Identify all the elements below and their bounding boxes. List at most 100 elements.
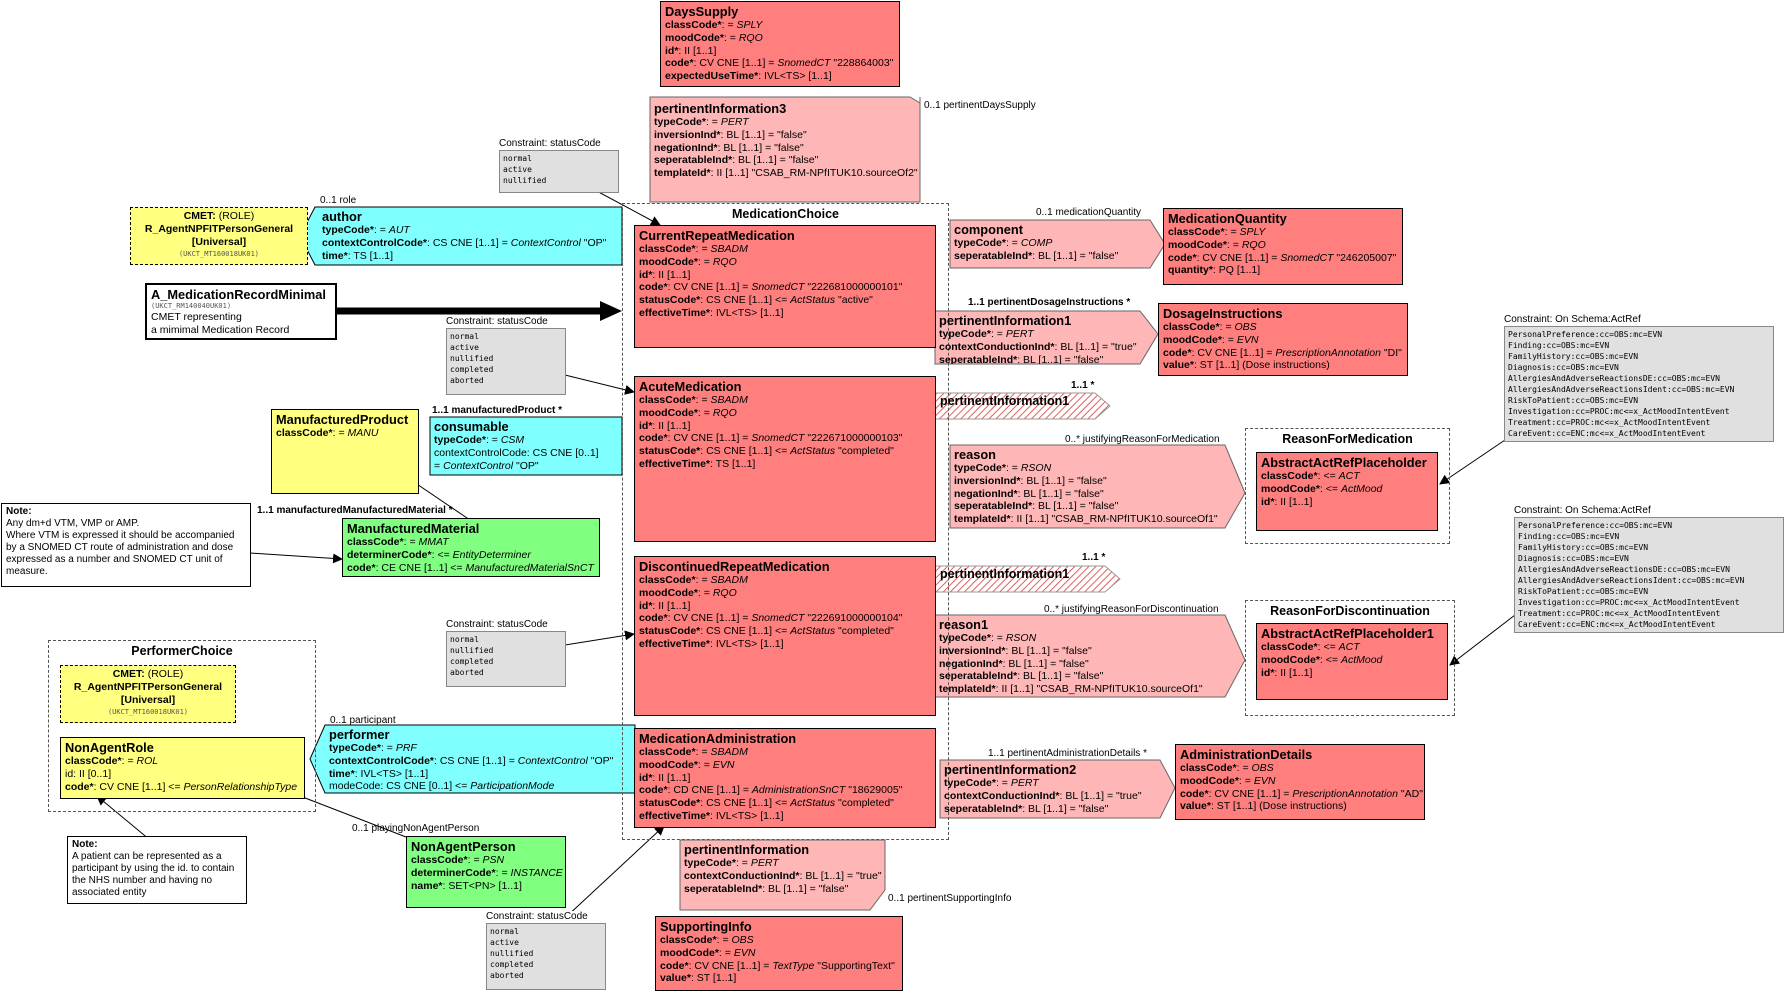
acute-pi-label: pertinentInformation1 bbox=[940, 394, 1070, 408]
attribute-row: classCode*: <= ACT bbox=[1261, 641, 1360, 653]
med-quantity-title: MedicationQuantity bbox=[1168, 211, 1287, 226]
attribute-row: value*: ST [1..1] (Dose instructions) bbox=[1163, 359, 1330, 372]
current-repeat-title: CurrentRepeatMedication bbox=[639, 228, 795, 243]
medication-administration: MedicationAdministration classCode*: = S… bbox=[634, 728, 936, 828]
performer-title: performer bbox=[329, 727, 390, 742]
cmet-perf-heading: CMET: (ROLE) bbox=[112, 668, 184, 680]
disc-pi-mult: 1..1 * bbox=[1082, 552, 1106, 563]
note-line: associated entity bbox=[72, 887, 147, 898]
attribute-row: templateId*: II [1..1] "CSAB_RM-NPfITUK1… bbox=[954, 513, 1218, 526]
reason-title: reason bbox=[954, 447, 996, 462]
performer-choice-title: PerformerChoice bbox=[131, 644, 233, 658]
current-repeat-medication: CurrentRepeatMedication classCode*: = SB… bbox=[634, 225, 936, 348]
cmet-author: CMET: (ROLE) R_AgentNPFITPersonGeneral [… bbox=[130, 207, 308, 265]
cmet-performer: CMET: (ROLE) R_AgentNPFITPersonGeneral [… bbox=[60, 665, 236, 723]
attribute-row: templateId*: II [1..1] "CSAB_RM-NPfITUK1… bbox=[939, 683, 1203, 696]
attribute-row: code*: CV CNE [1..1] = PrescriptionAnnot… bbox=[1180, 787, 1423, 800]
attribute-row: classCode*: = MANU bbox=[276, 427, 379, 439]
attribute-row: inversionInd*: BL [1..1] = "false" bbox=[954, 474, 1107, 487]
constraint-actref-2: Constraint: On Schema:ActRef PersonalPre… bbox=[1514, 505, 1784, 633]
attribute-row: inversionInd*: BL [1..1] = "false" bbox=[654, 128, 807, 141]
constraint-body: normal active nullified bbox=[499, 150, 619, 193]
attribute-row: seperatableInd*: BL [1..1] = "false" bbox=[654, 154, 819, 167]
attribute-row: typeCode*: = RSON bbox=[939, 632, 1037, 644]
attribute-row: moodCode*: = EVN bbox=[1180, 774, 1276, 787]
note-vtm-title: Note: bbox=[6, 506, 32, 517]
constraint-title: Constraint: statusCode bbox=[446, 316, 566, 328]
attribute-row: contextConductionInd*: BL [1..1] = "true… bbox=[944, 789, 1142, 802]
pi2-shape bbox=[939, 759, 1176, 819]
constraint-actref-1: Constraint: On Schema:ActRef PersonalPre… bbox=[1504, 314, 1774, 442]
abstract-act-ref-placeholder: AbstractActRefPlaceholder classCode*: <=… bbox=[1256, 452, 1438, 531]
constraint-body: normal active nullified completed aborte… bbox=[486, 923, 606, 990]
entry-point-code: (UKCT_RM140040UK01) bbox=[151, 302, 232, 310]
note-line: the NHS number and having no bbox=[72, 875, 213, 886]
consumable-role: 1..1 manufacturedProduct * bbox=[432, 405, 563, 416]
attribute-row: moodCode*: = RQO bbox=[639, 586, 737, 599]
pertinent-info3-title: pertinentInformation3 bbox=[654, 101, 787, 116]
attribute-row: time*: TS [1..1] bbox=[322, 249, 394, 262]
attribute-row: typeCode*: = PERT bbox=[944, 777, 1039, 789]
attribute-row: moodCode*: = RQO bbox=[665, 31, 763, 44]
attribute-row: statusCode*: CS CNE [1..1] <= ActStatus … bbox=[639, 625, 894, 638]
constraint-statuscode-1: Constraint: statusCode normal active nul… bbox=[499, 138, 619, 193]
attribute-row: typeCode*: = PERT bbox=[939, 328, 1034, 340]
attribute-row: seperatableInd*: BL [1..1] = "false" bbox=[954, 500, 1119, 513]
attribute-row: contextControlCode: CS CNE [0..1] bbox=[434, 446, 599, 459]
admin-details-title: AdministrationDetails bbox=[1180, 747, 1313, 762]
constraint-statuscode-3: Constraint: statusCode normal nullified … bbox=[446, 619, 566, 687]
attribute-row: negationInd*: BL [1..1] = "false" bbox=[654, 141, 804, 154]
attribute-row: classCode*: = MMAT bbox=[347, 536, 449, 548]
attribute-row: classCode*: = SPLY bbox=[665, 19, 763, 31]
constraint-statuscode-2: Constraint: statusCode normal active nul… bbox=[446, 316, 566, 395]
reason-for-medication: ReasonForMedication bbox=[1245, 428, 1450, 544]
medication-choice-title: MedicationChoice bbox=[732, 207, 839, 221]
attribute-row: moodCode*: = RQO bbox=[639, 406, 737, 419]
attribute-row: classCode*: <= ACT bbox=[1261, 470, 1360, 482]
author-title: author bbox=[322, 209, 362, 224]
attribute-row: seperatableInd*: BL [1..1] = "false" bbox=[944, 802, 1109, 815]
attribute-row: id*: II [1..1] bbox=[639, 419, 691, 432]
attribute-row: contextControlCode*: CS CNE [1..1] = Con… bbox=[329, 754, 614, 767]
pertinent-info-title: pertinentInformation bbox=[684, 842, 810, 857]
attribute-row: code*: CV CNE [1..1] = SnomedCT "2226910… bbox=[639, 612, 903, 625]
attribute-row: code*: CV CNE [1..1] = PrescriptionAnnot… bbox=[1163, 346, 1402, 359]
attribute-row: classCode*: = SBADM bbox=[639, 394, 748, 406]
attribute-row: statusCode*: CS CNE [1..1] <= ActStatus … bbox=[639, 294, 873, 307]
note-vtm: Note: Any dm+d VTM, VMP or AMP.Where VTM… bbox=[1, 503, 251, 587]
attribute-row: classCode*: = OBS bbox=[1180, 762, 1274, 774]
entry-point-desc: CMET representing bbox=[151, 311, 242, 323]
attribute-row: moodCode*: = EVN bbox=[660, 946, 756, 959]
attribute-row: effectiveTime*: TS [1..1] bbox=[639, 457, 756, 470]
attribute-row: id*: II [1..1] bbox=[639, 268, 691, 281]
acute-title: AcuteMedication bbox=[639, 379, 742, 394]
attribute-row: typeCode*: = COMP bbox=[954, 237, 1053, 249]
attribute-row: effectiveTime*: IVL<TS> [1..1] bbox=[639, 809, 784, 822]
attribute-row: code*: CV CNE [1..1] <= PersonRelationsh… bbox=[65, 780, 298, 793]
attribute-row: moodCode*: <= ActMood bbox=[1261, 482, 1383, 495]
attribute-row: code*: CD CNE [1..1] = AdministrationSnC… bbox=[639, 784, 903, 797]
attribute-row: classCode*: = PSN bbox=[411, 854, 505, 866]
attribute-row: templateId*: II [1..1] "CSAB_RM-NPfITUK1… bbox=[654, 167, 918, 180]
attribute-row: inversionInd*: BL [1..1] = "false" bbox=[939, 644, 1092, 657]
pertinent-info-shape bbox=[679, 839, 886, 911]
med-admin-title: MedicationAdministration bbox=[639, 731, 797, 746]
manmat-role: 1..1 manufacturedManufacturedMaterial * bbox=[257, 505, 453, 516]
attribute-row: contextControlCode*: CS CNE [1..1] = Con… bbox=[322, 236, 607, 249]
attribute-row: moodCode*: = EVN bbox=[639, 758, 735, 771]
attribute-row: id*: II [1..1] bbox=[639, 599, 691, 612]
